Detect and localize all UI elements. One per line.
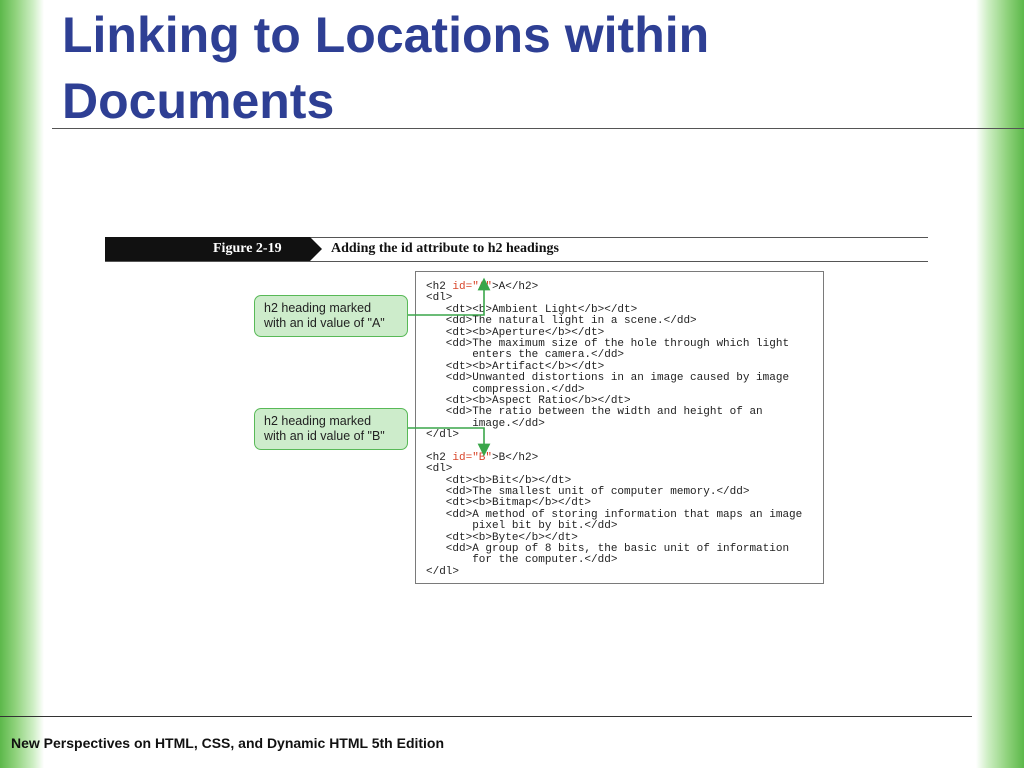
code-text: </dl> <box>426 429 460 442</box>
callout-id-a: h2 heading marked with an id value of "A… <box>254 295 408 337</box>
code-line: <dt><b>Aspect Ratio</b></dt> <box>426 394 802 407</box>
code-line: <dd>The maximum size of the hole through… <box>426 337 802 350</box>
code-text: pixel bit by bit.</dd> <box>426 520 618 533</box>
footer-divider <box>0 716 972 717</box>
code-text: <dd>The smallest unit of computer memory… <box>426 486 750 499</box>
code-text: <dd>A method of storing information that… <box>426 508 803 521</box>
code-line: <h2 id="A">A</h2> <box>426 281 802 293</box>
callout-b-line2: with an id value of "B" <box>264 429 385 443</box>
figure-label-bar <box>105 237 310 261</box>
code-line: <dt><b>Bit</b></dt> <box>426 474 802 487</box>
code-text: <h2 <box>426 451 453 464</box>
code-text: <h2 <box>426 281 453 293</box>
code-line: <h2 id="B">B</h2> <box>426 451 802 464</box>
code-id-attribute: id="B" <box>452 451 493 464</box>
figure-header: Figure 2-19 Adding the id attribute to h… <box>105 237 928 262</box>
code-text: </dl> <box>426 565 460 578</box>
code-line: </dl> <box>426 429 802 442</box>
code-text: <dd>Unwanted distortions in an image cau… <box>426 372 790 385</box>
code-text: >B</h2> <box>492 451 539 464</box>
callout-id-b: h2 heading marked with an id value of "B… <box>254 408 408 450</box>
code-text: <dl> <box>426 463 453 476</box>
code-line: </dl> <box>426 565 802 578</box>
code-line: for the computer.</dd> <box>426 555 802 566</box>
code-line: <dd>Unwanted distortions in an image cau… <box>426 372 802 385</box>
code-line: pixel bit by bit.</dd> <box>426 521 802 532</box>
code-text: >A</h2> <box>492 281 539 293</box>
code-line: <dd>The smallest unit of computer memory… <box>426 486 802 499</box>
code-line: <dd>The ratio between the width and heig… <box>426 407 802 418</box>
right-green-bar <box>976 0 1024 768</box>
code-text: <dd>The natural light in a scene.</dd> <box>426 315 697 328</box>
title-divider <box>52 128 1024 129</box>
left-green-bar <box>0 0 44 768</box>
code-text: <dd>The maximum size of the hole through… <box>426 337 790 350</box>
code-line: <dd>A method of storing information that… <box>426 508 803 521</box>
code-text: <dd>A group of 8 bits, the basic unit of… <box>426 542 790 555</box>
code-text: <dt><b>Byte</b></dt> <box>426 531 578 544</box>
code-text: <dt><b>Artifact</b></dt> <box>426 360 605 373</box>
footer-text: New Perspectives on HTML, CSS, and Dynam… <box>11 735 445 751</box>
code-line: <dt><b>Bitmap</b></dt> <box>426 498 802 509</box>
code-line: enters the camera.</dd> <box>426 350 802 361</box>
callout-a-line1: h2 heading marked <box>264 301 372 315</box>
code-text: <dt><b>Aperture</b></dt> <box>426 326 605 339</box>
figure-header-topline <box>310 237 928 238</box>
figure-number: Figure 2-19 <box>213 241 282 256</box>
code-text: <dt><b>Bit</b></dt> <box>426 474 572 487</box>
code-text: <dd>The ratio between the width and heig… <box>426 406 763 419</box>
code-text: <dt><b>Aspect Ratio</b></dt> <box>426 394 631 407</box>
code-line: <dt><b>Byte</b></dt> <box>426 531 802 544</box>
code-text: <dt><b>Ambient Light</b></dt> <box>426 303 638 316</box>
code-line: <dd>A group of 8 bits, the basic unit of… <box>426 542 802 555</box>
code-id-attribute: id="A" <box>452 281 493 293</box>
figure-caption: Adding the id attribute to h2 headings <box>331 241 559 256</box>
code-text: compression.</dd> <box>426 383 585 396</box>
slide-title: Linking to Locations within Documents <box>62 7 710 129</box>
figure-label-arrow <box>310 237 322 261</box>
code-line: <dt><b>Aperture</b></dt> <box>426 326 802 339</box>
code-listing: <h2 id="A">A</h2><dl> <dt><b>Ambient Lig… <box>415 271 824 584</box>
code-line: <dt><b>Artifact</b></dt> <box>426 360 802 373</box>
code-lines: <h2 id="A">A</h2><dl> <dt><b>Ambient Lig… <box>426 281 803 578</box>
code-line: <dl> <box>426 464 802 475</box>
code-line: image.</dd> <box>426 417 802 430</box>
code-line: <dd>The natural light in a scene.</dd> <box>426 315 802 328</box>
code-text: enters the camera.</dd> <box>426 349 625 362</box>
callout-b-line1: h2 heading marked <box>264 414 372 428</box>
code-line: <dt><b>Ambient Light</b></dt> <box>426 303 802 316</box>
code-text: <dt><b>Bitmap</b></dt> <box>426 497 592 510</box>
code-text: <dl> <box>426 292 453 305</box>
code-text: for the computer.</dd> <box>426 554 618 567</box>
code-text: image.</dd> <box>426 417 545 430</box>
code-line: compression.</dd> <box>426 383 802 396</box>
callout-a-line2: with an id value of "A" <box>264 316 385 330</box>
